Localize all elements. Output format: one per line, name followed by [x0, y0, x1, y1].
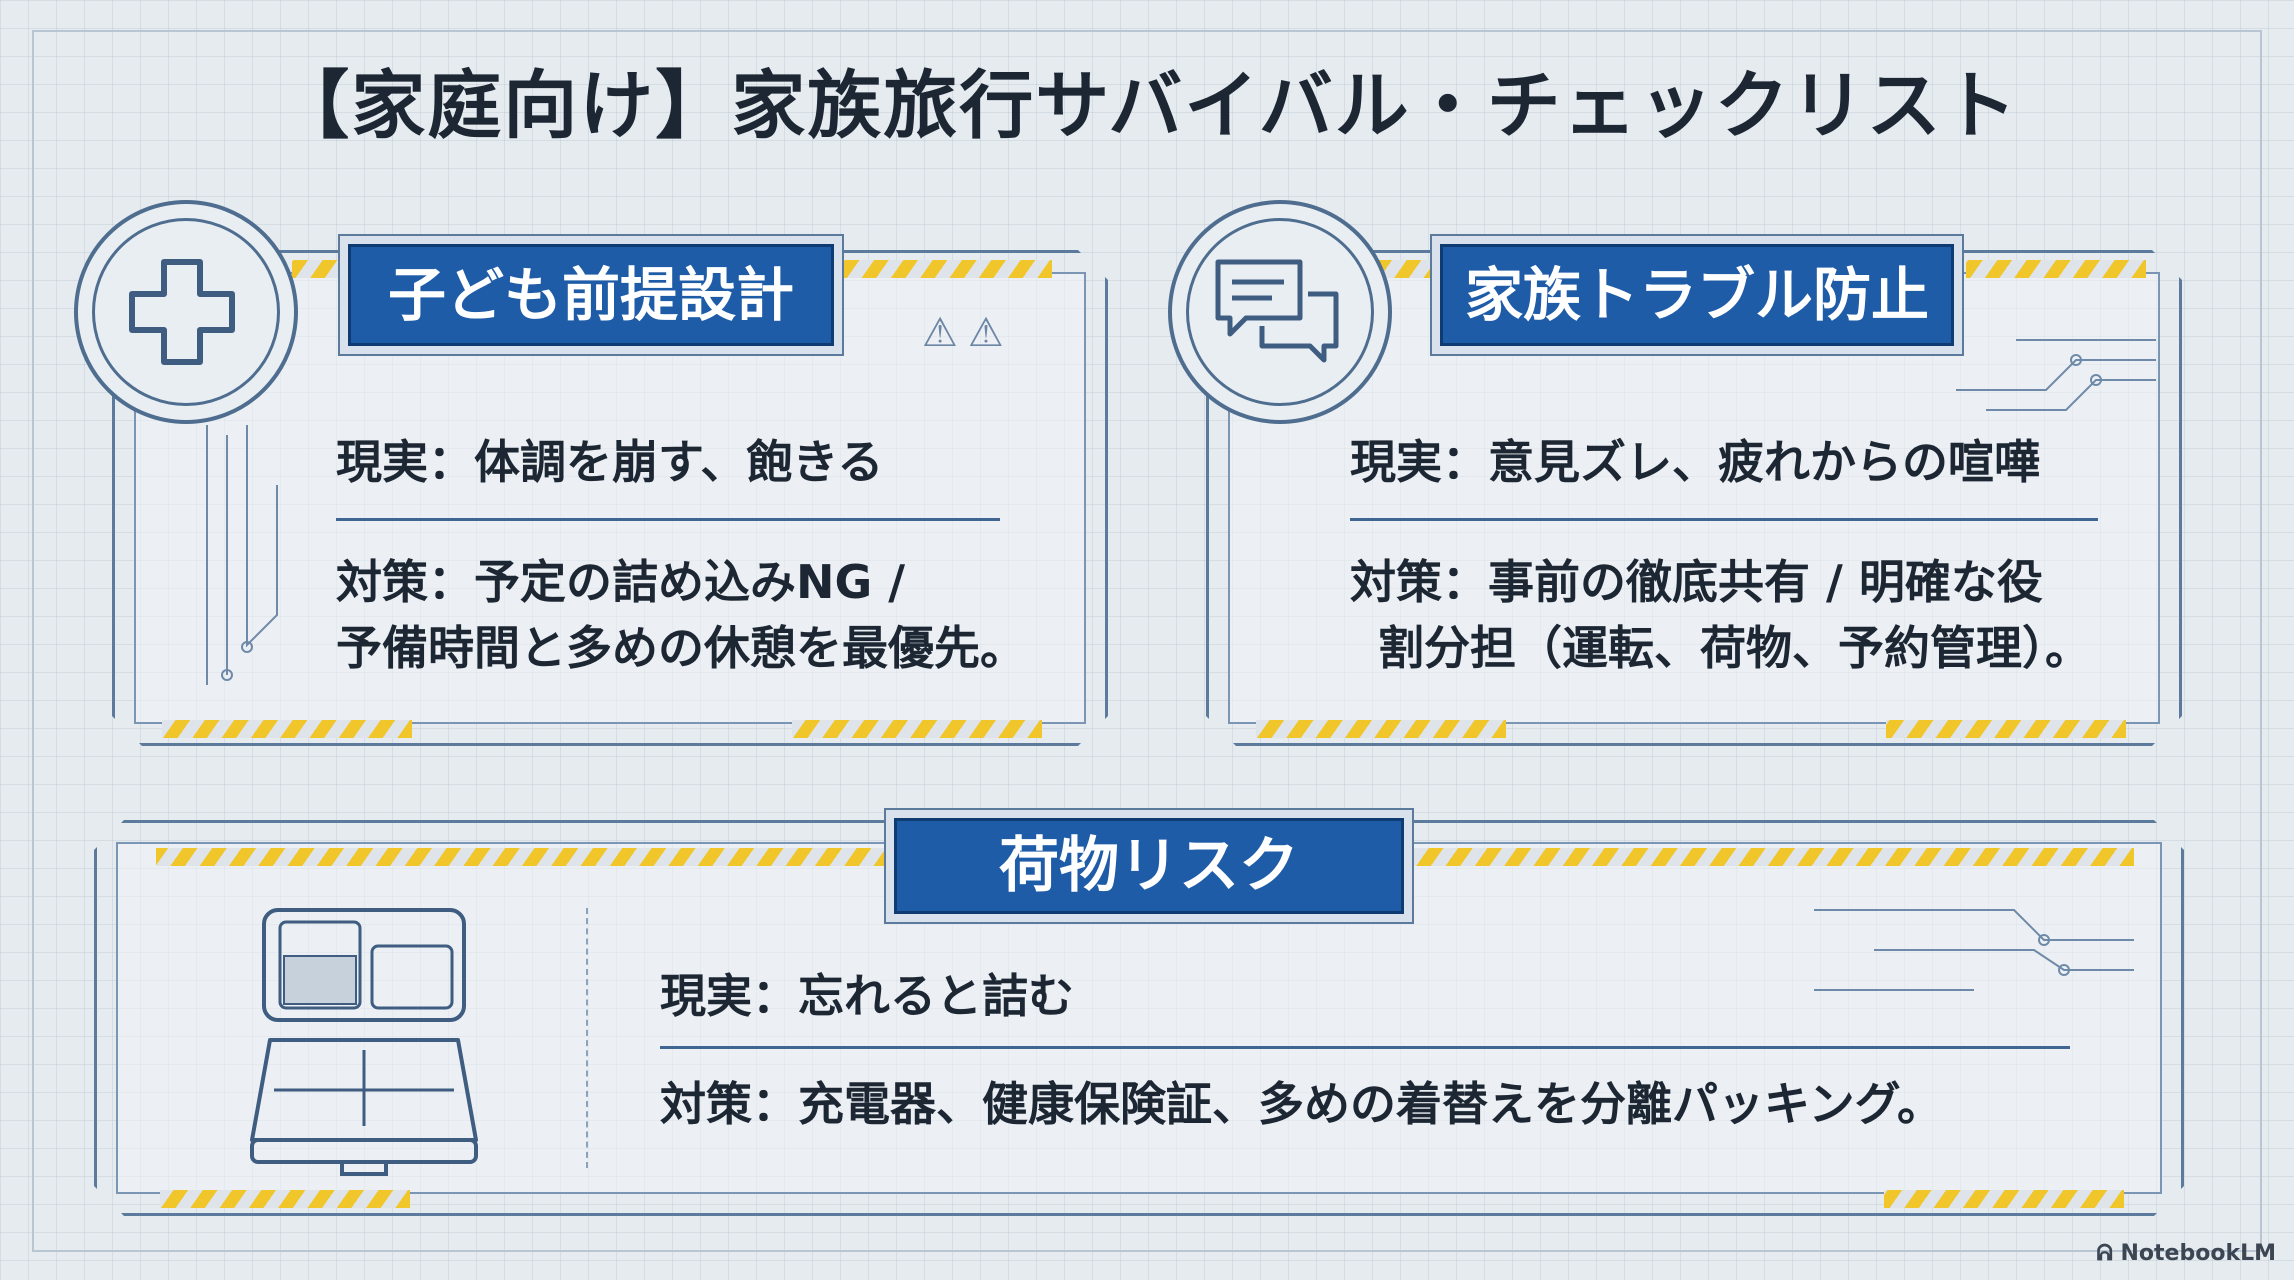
badge-ring: [92, 218, 280, 406]
badge-kids: [74, 200, 298, 424]
measure-text-line-1: 対策：予定の詰め込みNG /: [336, 555, 906, 609]
measure-text: 対策：充電器、健康保険証、多めの着替えを分離パッキング。: [660, 1077, 1943, 1131]
hazard-stripe: [1414, 848, 2134, 866]
hazard-stripe: [1886, 720, 2126, 738]
fact-text: 現実：意見ズレ、疲れからの喧嘩: [1350, 435, 2040, 489]
panel-header-kids: 子ども前提設計: [348, 244, 834, 346]
outer-border: [32, 30, 2262, 1252]
panel-kids: ⚠⚠ 現実：体調を崩す、飽きる 対策：予定の詰め込みNG / 予備時間と多めの休…: [112, 250, 1108, 746]
divider: [1350, 518, 2098, 521]
suitcase-icon: [250, 908, 478, 1176]
warning-icon: ⚠⚠: [922, 310, 1014, 356]
badge-ring: [1186, 218, 1374, 406]
watermark-text: NotebookLM: [2120, 1241, 2276, 1266]
divider: [660, 1046, 2070, 1049]
hazard-stripe: [1966, 260, 2146, 278]
hazard-stripe: [156, 848, 976, 866]
notebooklm-logo-icon: ᕱ: [2096, 1241, 2121, 1266]
hazard-stripe: [160, 1190, 410, 1208]
badge-family: [1168, 200, 1392, 424]
hazard-stripe: [842, 260, 1052, 278]
measure-text-line-2: 予備時間と多めの休憩を最優先。: [336, 621, 1026, 675]
measure-text-line-2: 割分担（運転、荷物、予約管理）。: [1378, 621, 2091, 675]
panel-header-luggage: 荷物リスク: [894, 818, 1404, 914]
hazard-stripe: [1256, 720, 1506, 738]
panel-inner-frame: [134, 272, 1086, 724]
hazard-stripe: [792, 720, 1042, 738]
measure-text-line-1: 対策：事前の徹底共有 / 明確な役: [1350, 555, 2043, 609]
circuit-decoration: [1814, 909, 2134, 991]
circuit-decoration: [206, 425, 278, 685]
divider: [336, 518, 1000, 521]
hazard-stripe: [162, 720, 412, 738]
medical-cross-icon: [129, 259, 235, 365]
dashed-divider: [586, 908, 588, 1168]
fact-text: 現実：忘れると詰む: [660, 969, 1074, 1023]
circuit-decoration: [1956, 339, 2156, 411]
panel-header-family: 家族トラブル防止: [1440, 244, 1954, 346]
page-title: 【家庭向け】家族旅行サバイバル・チェックリスト: [275, 63, 2019, 149]
speech-bubbles-icon: [1215, 259, 1339, 363]
hazard-stripe: [1884, 1190, 2124, 1208]
fact-text: 現実：体調を崩す、飽きる: [336, 435, 884, 489]
notebooklm-watermark: ᕱ NotebookLM: [2097, 1241, 2276, 1266]
